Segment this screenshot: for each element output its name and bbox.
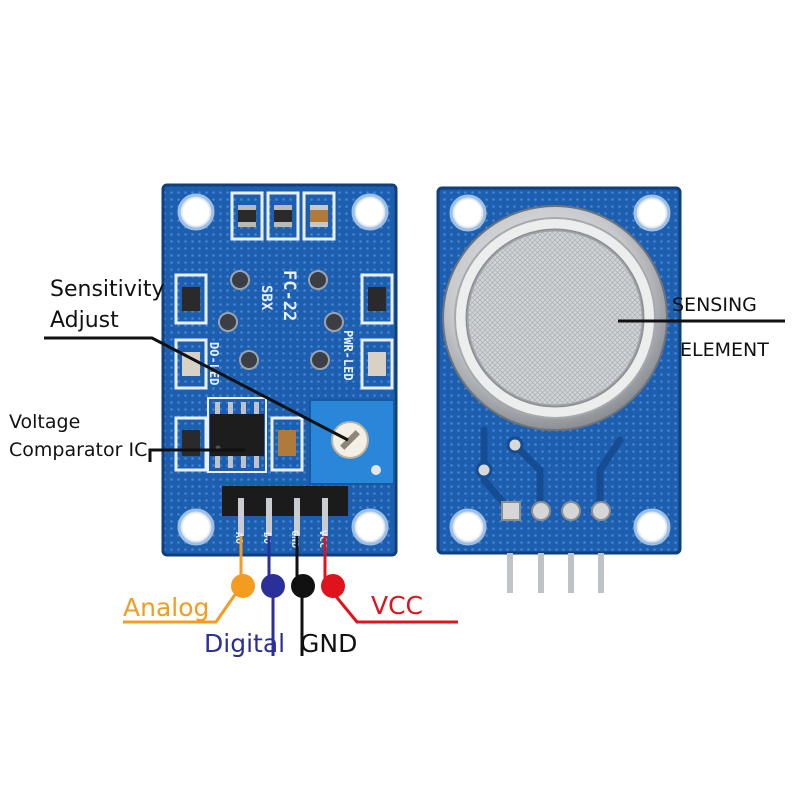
analog-leader	[123, 585, 243, 624]
do-led-text: DO-LED	[207, 342, 221, 385]
pin-wires	[123, 536, 458, 656]
callout-comparator: Voltage Comparator IC	[9, 411, 245, 462]
smd-capacitor	[270, 416, 304, 472]
sensitivity-leader-line	[44, 336, 349, 442]
callout-sensing: SENSING ELEMENT	[618, 294, 785, 361]
comparator-label-line1: Voltage	[9, 411, 80, 433]
sensitivity-label-line1: Sensitivity	[50, 277, 165, 302]
via	[506, 436, 524, 454]
smd-resistor	[360, 273, 394, 325]
analog-dot	[231, 574, 255, 598]
smd-resistor	[266, 191, 300, 241]
vcc-dot	[321, 574, 345, 598]
vcc-label: VCC	[371, 591, 423, 620]
pin-name-labels: Analog Digital GND VCC	[123, 591, 423, 658]
smd-resistor	[230, 191, 264, 241]
pin-pads	[501, 501, 611, 521]
digital-dot	[261, 574, 285, 598]
protruding-pins	[507, 553, 604, 593]
comparator-label-line2: Comparator IC	[9, 439, 147, 461]
smd-resistor	[174, 273, 208, 325]
pin-label-ao: AO	[233, 532, 244, 544]
smd-led	[174, 338, 208, 390]
analog-label: Analog	[123, 593, 209, 622]
mounting-hole	[351, 508, 389, 546]
right-board	[436, 186, 682, 593]
left-board: FC-22 SBX DO-LED PWR-LED	[161, 183, 398, 557]
sensing-label-line1: SENSING	[672, 294, 757, 316]
solder-joints	[218, 270, 344, 370]
comparator-leader-line	[148, 448, 245, 462]
callout-sensitivity: Sensitivity Adjust	[44, 277, 349, 442]
pin-label-gnd: GND	[289, 530, 300, 548]
mounting-hole	[177, 508, 215, 546]
mounting-hole	[633, 194, 671, 232]
gnd-label: GND	[300, 629, 357, 658]
model-text: FC-22	[279, 270, 299, 321]
gnd-dot	[291, 574, 315, 598]
brand-text: SBX	[258, 285, 274, 311]
pin-dots	[231, 574, 345, 598]
vcc-leader	[332, 593, 458, 624]
smd-capacitor	[302, 191, 336, 241]
mounting-hole	[177, 193, 215, 231]
mounting-hole	[633, 508, 671, 546]
mounting-hole	[351, 193, 389, 231]
pcb-traces	[480, 426, 624, 514]
header-pins	[222, 486, 348, 536]
via	[475, 461, 493, 479]
smd-led	[360, 338, 394, 390]
pwr-led-text: PWR-LED	[341, 330, 355, 381]
gas-sensor	[442, 205, 668, 431]
pin-label-vcc: VCC	[317, 530, 328, 548]
digital-label: Digital	[204, 629, 285, 658]
potentiometer[interactable]	[309, 399, 395, 485]
mounting-hole	[449, 194, 487, 232]
sensing-label-line2: ELEMENT	[680, 339, 769, 361]
pin-labels: AO DO GND VCC	[233, 530, 328, 548]
pin-label-do: DO	[261, 532, 272, 544]
sensitivity-label-line2: Adjust	[50, 308, 119, 333]
mounting-hole	[449, 508, 487, 546]
